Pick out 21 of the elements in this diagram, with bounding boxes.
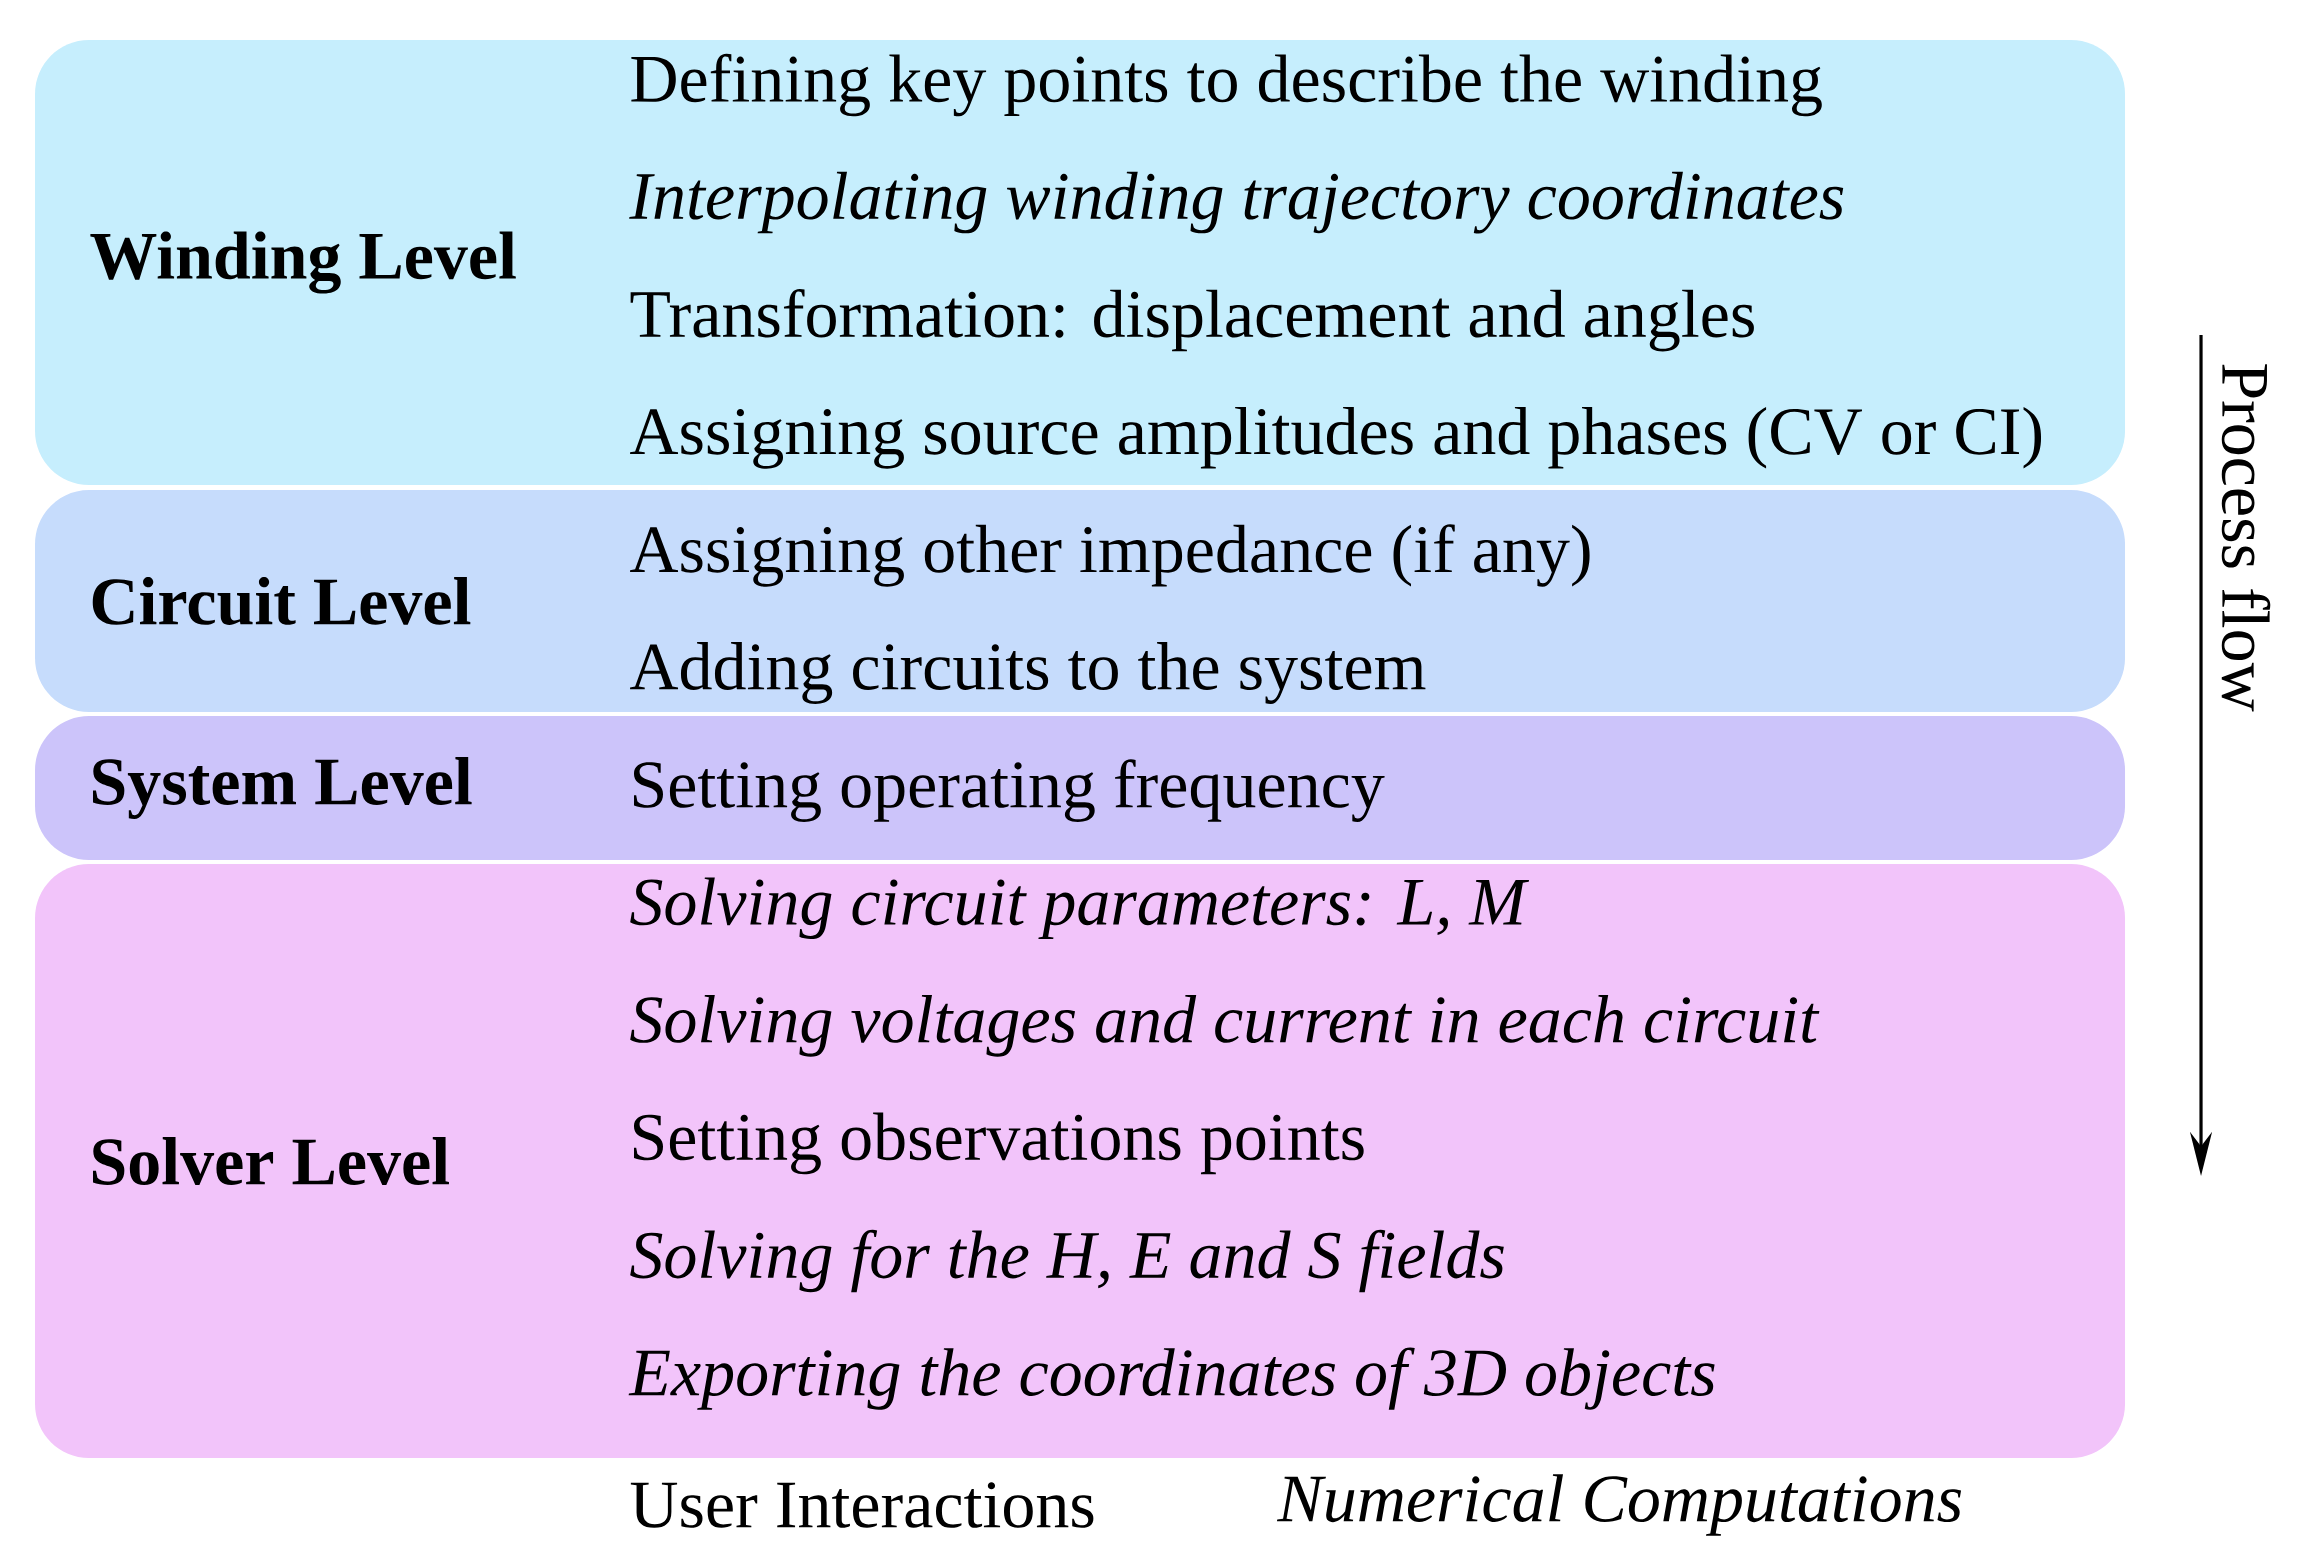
level-heading: System Level bbox=[93, 757, 472, 819]
level-heading: Solver Level bbox=[93, 1137, 449, 1185]
level-band bbox=[35, 490, 2126, 712]
step-text: Solving for the H, E and S fields bbox=[630, 1229, 1504, 1293]
level-band bbox=[35, 40, 2126, 485]
level-band bbox=[35, 864, 2126, 1458]
step-text: Setting observations points bbox=[633, 1112, 1364, 1175]
flow-label: Process flow bbox=[2221, 364, 2271, 712]
step-text: Solving circuit parameters: L, M bbox=[630, 877, 1530, 940]
level-heading: Winding Level bbox=[90, 231, 516, 294]
step-text: Assigning other impedance (if any) bbox=[630, 524, 1590, 587]
step-text: Exporting the coordinates of 3D objects bbox=[628, 1347, 1715, 1410]
step-text: Assigning source amplitudes and phases (CV or CI) bbox=[630, 406, 2042, 469]
level-band bbox=[35, 716, 2126, 860]
step-text: Interpolating winding trajectory coordinates bbox=[629, 171, 1844, 234]
step-text: Solving voltages and current in each circuit bbox=[630, 995, 1820, 1057]
step-text: Transformation: displacement and angles bbox=[630, 288, 1754, 352]
step-text: Defining key points to describe the winding bbox=[631, 53, 1822, 117]
level-heading: Circuit Level bbox=[92, 577, 471, 625]
step-text: Setting operating frequency bbox=[633, 759, 1385, 822]
step-text: Adding circuits to the system bbox=[630, 642, 1426, 704]
